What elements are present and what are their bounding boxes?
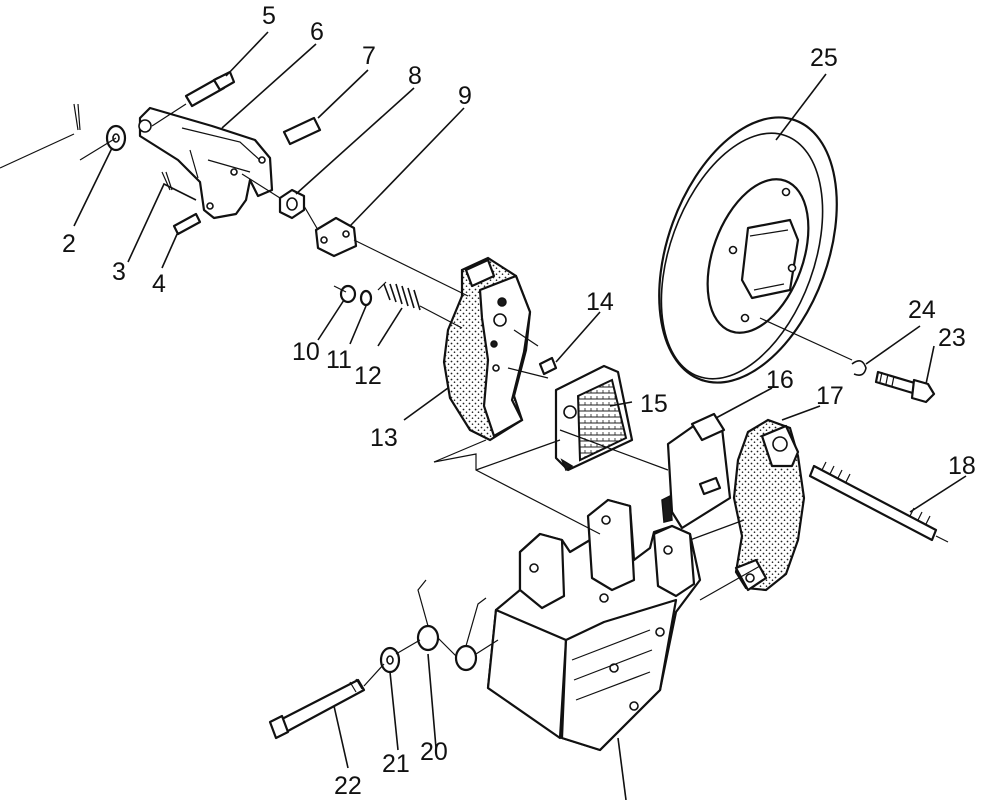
- spring-12: [377, 281, 421, 311]
- washer-11: [359, 289, 373, 307]
- nut-8: [278, 188, 306, 220]
- leader-lines: [73, 31, 967, 800]
- callout-24: 24: [908, 296, 936, 324]
- pin-4: [172, 212, 202, 236]
- callout-8: 8: [408, 62, 422, 90]
- callout-25: 25: [810, 44, 838, 72]
- backing-plate: [661, 412, 732, 530]
- caliper-arm-right: [732, 418, 806, 592]
- callout-11: 11: [326, 346, 352, 374]
- callout-labels: 2 3 4 5 6 7 8 9 10 11 12 13 14 15 16 17 …: [62, 2, 976, 800]
- assembly-lines: [0, 103, 949, 687]
- spring-20: [416, 579, 487, 672]
- washer-24: [851, 360, 867, 376]
- bolt-22: [268, 678, 366, 740]
- caliper-arm-left: [442, 256, 532, 442]
- bolt-14: [538, 356, 558, 376]
- callout-12: 12: [354, 362, 382, 390]
- bracket: [138, 106, 274, 220]
- callout-18: 18: [948, 452, 976, 480]
- callout-16: 16: [766, 366, 794, 394]
- washer-21: [379, 646, 401, 674]
- callout-22: 22: [334, 772, 362, 800]
- callout-6: 6: [310, 18, 324, 46]
- cotter-pin: [73, 103, 81, 131]
- callout-5: 5: [262, 2, 276, 30]
- callout-14: 14: [586, 288, 614, 316]
- pin-7: [282, 116, 322, 146]
- pin-5: [184, 70, 236, 108]
- callout-2: 2: [62, 230, 76, 258]
- caliper-housing: [486, 498, 702, 752]
- callout-13: 13: [370, 424, 398, 452]
- callout-15: 15: [640, 390, 668, 418]
- callout-3: 3: [112, 258, 126, 286]
- callout-9: 9: [458, 82, 472, 110]
- nut-10: [339, 284, 357, 304]
- callout-17: 17: [816, 382, 844, 410]
- callout-7: 7: [362, 42, 376, 70]
- brake-pad: [554, 364, 634, 472]
- bolt-18: [808, 461, 938, 542]
- callout-10: 10: [292, 338, 320, 366]
- callout-4: 4: [152, 270, 166, 298]
- block-9: [314, 216, 358, 258]
- brake-disc: [658, 116, 838, 384]
- callout-23: 23: [938, 324, 966, 352]
- bolt-23: [874, 370, 936, 404]
- callout-21: 21: [382, 750, 410, 778]
- callout-20: 20: [420, 738, 448, 766]
